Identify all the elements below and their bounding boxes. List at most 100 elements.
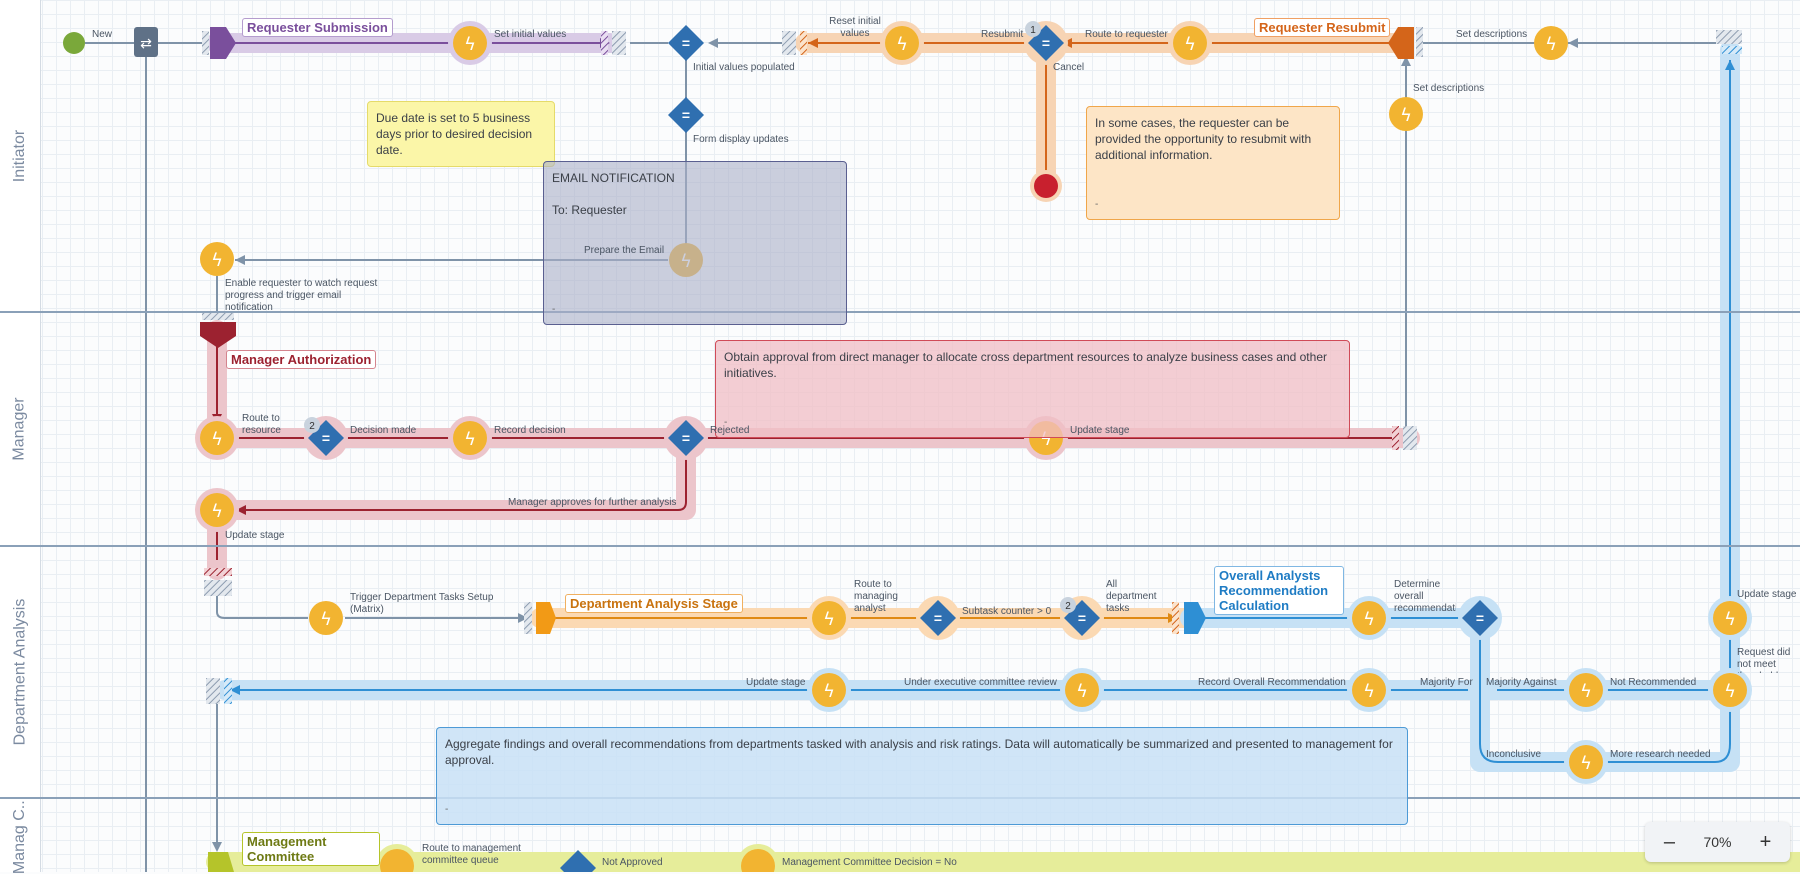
task-inconclusive[interactable]: ϟ [1564,740,1608,784]
lightning-icon: ϟ [1545,34,1557,55]
svg-text:=: = [322,430,330,446]
note-text: In some cases, the requester can be prov… [1095,116,1312,162]
task-route-to-requester[interactable]: ϟ [1168,21,1212,65]
gateway-initial[interactable]: = [668,25,704,61]
gateway-rejected[interactable]: = [664,416,708,460]
lane-label: Manager [11,397,28,461]
lightning-icon: ϟ [823,609,835,630]
split-node[interactable] [134,27,158,57]
task-enable-requester[interactable]: ϟ [200,242,234,276]
svg-text:=: = [1042,35,1050,51]
task-mgmt-decision[interactable] [736,844,780,872]
flow-decisions [1388,60,1731,763]
note-text: Due date is set to 5 business days prior… [376,111,533,157]
label-not-recommended: Not Recommended [1610,677,1697,688]
arrowhead [235,255,245,265]
stage-start-dept[interactable] [536,602,556,634]
lightning-icon: ϟ [211,429,223,450]
marker [1722,46,1742,54]
stage-start-submission[interactable] [210,27,236,59]
arrowhead [808,38,818,48]
marker [800,31,807,55]
lightning-icon: ϟ [464,34,476,55]
label-set-descriptions-2: Set descriptions [1413,83,1485,94]
stage-department-analysis[interactable]: Department Analysis Stage [565,594,743,613]
lane-manager: Manager [0,312,40,546]
split-icon: ⇄ [140,36,152,52]
label-record-decision: Record decision [494,425,566,436]
lightning-icon: ϟ [211,501,223,522]
lightning-icon: ϟ [896,34,908,55]
stage-manager-authorization[interactable]: Manager Authorization [226,350,377,369]
zoom-in-button[interactable]: + [1759,830,1772,853]
gateway-subtask[interactable]: = [916,596,960,640]
marker [524,602,532,634]
zoom-out-button[interactable]: – [1663,830,1676,853]
task-route-mgmt-queue[interactable] [375,844,419,872]
task-set-initial-values[interactable]: ϟ [448,21,492,65]
note-aggregate-info[interactable]: Aggregate findings and overall recommend… [436,727,1408,825]
task-nodes: ϟ ϟ ϟ ϟ ϟ ϟ ϟ ϟ ϟ ϟ ϟ ϟ ϟ ϟ ϟ ϟ ϟ ϟ ϟ ϟ … [195,21,1752,872]
counter-badge [1025,21,1041,37]
stage-requester-submission[interactable]: Requester Submission [242,18,393,37]
gateway-form-display[interactable]: = [668,97,704,133]
label-decision-made: Decision made [350,425,417,436]
stage-requester-resubmit[interactable]: Requester Resubmit [1254,18,1391,37]
task-route-managing-analyst[interactable]: ϟ [807,596,851,640]
label-enable-requester: Enable requester to watch request progre… [225,278,378,313]
lane-label: Department Analysis [11,598,29,746]
svg-text:=: = [934,610,942,626]
lightning-icon: ϟ [823,681,835,702]
marker [202,312,234,320]
note-resubmit-info[interactable]: In some cases, the requester can be prov… [1086,106,1340,220]
task-majority-against[interactable]: ϟ [1564,668,1608,712]
label-manager-approves: Manager approves for further analysis [508,497,677,508]
arrowhead [236,505,246,515]
counter-badge-text: 2 [309,421,315,432]
task-update-stage-right[interactable]: ϟ [1708,596,1752,640]
marker [612,31,626,55]
note-text: To: Requester [552,203,627,217]
note-email-notification[interactable]: EMAIL NOTIFICATION To: Requester - [543,161,847,325]
marker [206,678,220,704]
label-route-to-resource: Route to resource [242,413,281,436]
stage-start-overall[interactable] [1184,602,1206,634]
note-due-date[interactable]: Due date is set to 5 business days prior… [367,101,555,167]
label-form-display-updates: Form display updates [693,134,789,145]
zoom-control: – 70% + [1645,822,1790,862]
lane-initiator: Initiator [0,0,40,312]
task-update-stage-approve[interactable]: ϟ [195,488,239,532]
task-record-overall[interactable]: ϟ [1347,668,1391,712]
task-not-recommended[interactable]: ϟ [1708,668,1752,712]
task-set-descriptions-2[interactable]: ϟ [1389,97,1423,131]
start-event[interactable] [63,32,85,54]
gateways: = = = = = = = = [304,21,1502,872]
stage-start-manager[interactable] [200,322,236,348]
gateway-overall[interactable]: = [1458,596,1502,640]
stage-start-resubmit[interactable] [1388,27,1414,59]
lightning-icon: ϟ [1363,609,1375,630]
label-route-to-requester: Route to requester [1085,29,1168,40]
task-update-stage-return[interactable]: ϟ [807,668,851,712]
task-route-to-resource[interactable]: ϟ [195,416,239,460]
task-determine-overall[interactable]: ϟ [1347,596,1391,640]
marker [782,31,796,55]
note-approval-info[interactable]: Obtain approval from direct manager to a… [715,340,1350,438]
arrowhead [708,38,718,48]
label-subtask-counter: Subtask counter > 0 [962,606,1052,617]
task-reset-initial-values[interactable]: ϟ [880,21,924,65]
stage-management-committee[interactable]: Management Committee [242,832,380,866]
label-majority-against: Majority Against [1486,677,1557,688]
task-trigger-dept[interactable]: ϟ [309,601,343,635]
task-under-exec-review[interactable]: ϟ [1060,668,1104,712]
arrowhead [212,842,222,852]
task-set-descriptions[interactable]: ϟ [1534,26,1568,60]
stage-overall-analysts[interactable]: Overall Analysts Recommendation Calculat… [1214,566,1344,615]
lightning-icon: ϟ [1076,681,1088,702]
gateway-not-approved[interactable] [560,850,596,872]
end-event[interactable] [1034,174,1058,198]
task-record-decision[interactable]: ϟ [448,416,492,460]
label-inconclusive: Inconclusive [1486,749,1542,760]
stage-start-mgmt[interactable] [208,852,234,872]
counter-badge-text: 1 [1030,25,1036,36]
